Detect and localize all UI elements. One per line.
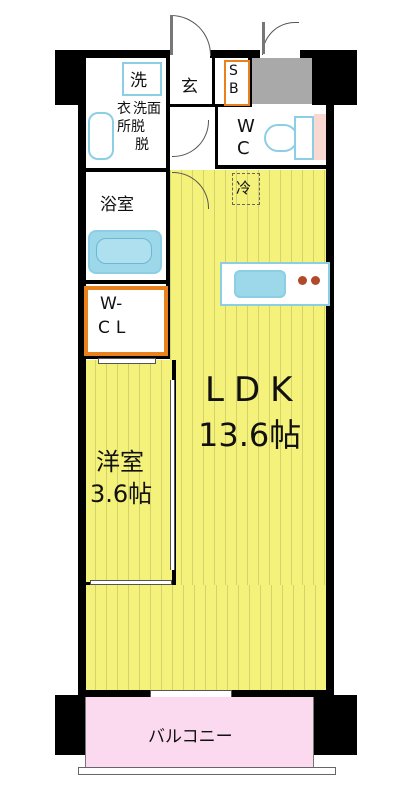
western-top-door [98, 358, 156, 364]
dressing-label-col3: 所脱 [117, 119, 145, 135]
ldk-size: 13.6帖 [198, 416, 302, 454]
balcony [85, 697, 314, 767]
western-room-name: 洋室 [96, 448, 144, 476]
toilet-bowl-icon [264, 124, 298, 152]
closet-label-2: CL [98, 318, 132, 338]
pillar-bottom-left [55, 695, 85, 755]
wall-bath-bottom [84, 280, 170, 284]
wall-wet-right [166, 58, 170, 283]
wall-entrance-right [212, 58, 215, 106]
fridge-space [232, 173, 260, 205]
wall-toilet-bottom [215, 165, 330, 169]
wall-left [78, 50, 86, 695]
balcony-rail [78, 767, 336, 775]
walk-in-closet [84, 286, 168, 356]
balcony-label: バルコニー [148, 727, 233, 747]
wall-closet-bottom [84, 355, 170, 359]
ldk-name: LDK [205, 370, 303, 410]
shoebox [224, 60, 250, 106]
dressing-label-col1: 衣 [117, 101, 131, 117]
western-bottom-door [90, 580, 172, 585]
wall-top-left [78, 50, 170, 58]
pillar-bottom-right [312, 695, 357, 755]
shoebox-label-s: S [229, 63, 238, 79]
bathtub-inner [96, 238, 152, 264]
wall-closet-right [166, 282, 170, 359]
wall-top-right [300, 50, 334, 58]
stove-burner-icon-2 [311, 276, 320, 285]
closet-label-1: W- [100, 294, 123, 314]
dressing-label-col4: 脱 [135, 137, 149, 153]
wash-label: 洗 [130, 71, 147, 91]
entrance-door [170, 15, 211, 56]
grey-shaft [252, 58, 312, 104]
wall-sb-right [248, 58, 252, 106]
wall-entrance-bottom [170, 104, 252, 107]
stove-burner-icon [298, 276, 307, 285]
pillar-top-right [312, 50, 357, 105]
toilet-label-w: W [237, 116, 255, 137]
lower-floor-strip [84, 585, 330, 690]
dressing-label-col2: 洗面 [133, 101, 161, 117]
wall-right [326, 50, 334, 695]
back-door-panel [262, 22, 265, 54]
wall-top-mid [210, 50, 260, 58]
sink-icon [88, 112, 114, 160]
bath-label: 浴室 [100, 195, 134, 215]
washer-box [122, 62, 162, 96]
kitchen-sink-icon [234, 270, 286, 298]
western-sliding-door [170, 380, 175, 570]
toilet-label-c: C [237, 138, 250, 159]
back-door [262, 22, 299, 55]
wall-wet-bottom [84, 168, 170, 172]
entrance-door-panel [170, 15, 173, 55]
entrance-label: 玄 [181, 77, 198, 97]
toilet-tank-icon [294, 116, 314, 160]
wall-toilet-left [215, 106, 218, 168]
western-room-size: 3.6帖 [90, 480, 153, 508]
shoebox-label-b: B [229, 81, 239, 97]
toilet-shelf [314, 114, 326, 160]
fridge-label: 冷 [236, 179, 252, 197]
